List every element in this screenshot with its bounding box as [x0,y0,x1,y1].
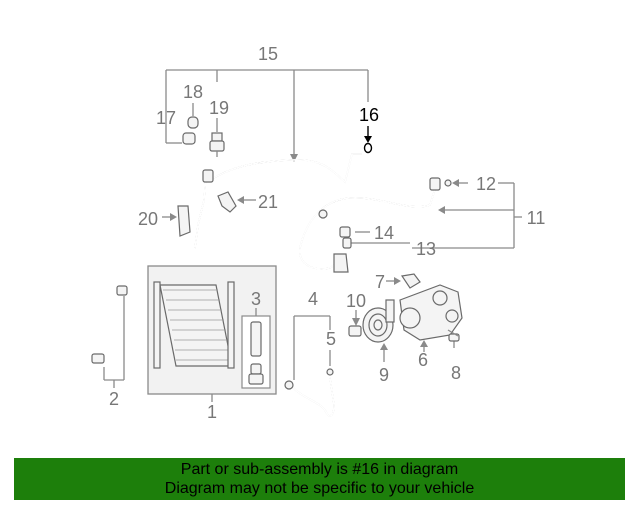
callout-tree-15 [165,69,369,162]
banner-line-2: Diagram may not be specific to your vehi… [164,480,475,497]
part-6-compressor [385,284,463,352]
callout-tree-11 [350,182,522,249]
part-13-fitting [342,237,352,249]
callout-19: 19 [209,98,229,118]
callout-17: 17 [156,108,176,128]
callout-14: 14 [374,223,394,243]
callout-20: 20 [138,209,158,229]
part-8-bolt [447,329,460,348]
part-14-valve [339,226,351,238]
callout-18: 18 [183,82,203,102]
part-21-clamp [217,191,256,213]
callout-16: 16 [359,105,379,125]
part-7-switch [386,273,421,289]
part-3-receiver [241,308,271,389]
part-19-switch [209,132,225,157]
part-18-cap [187,116,199,129]
part-20-bracket [162,205,191,237]
callout-6: 6 [418,350,428,370]
callout-13: 13 [416,239,436,259]
callout-4: 4 [308,289,318,309]
part-2-bolts [91,285,128,388]
callout-5: 5 [326,329,336,349]
notice-banner: Part or sub-assembly is #16 in diagram D… [14,458,625,500]
part-15-hose [194,153,362,249]
callout-2: 2 [109,389,119,409]
part-11-hose [299,177,441,273]
banner-line-1: Part or sub-assembly is #16 in diagram [180,461,459,478]
part-4-tube [284,315,335,417]
callout-15: 15 [258,44,278,64]
parts-diagram: 15 18 19 17 16 12 21 20 11 14 13 7 3 4 1… [91,44,546,422]
part-10-bolt [348,310,362,337]
part-17-valve [182,132,196,145]
callout-12: 12 [476,174,496,194]
callout-8: 8 [451,363,461,383]
callout-9: 9 [379,365,389,385]
callout-10: 10 [346,291,366,311]
callout-3: 3 [251,289,261,309]
part-12-fitting [444,179,468,187]
callout-7: 7 [375,272,385,292]
callout-1: 1 [207,402,217,422]
callout-21: 21 [258,192,278,212]
callout-11: 11 [527,208,546,228]
part-16-o-ring [363,126,373,154]
